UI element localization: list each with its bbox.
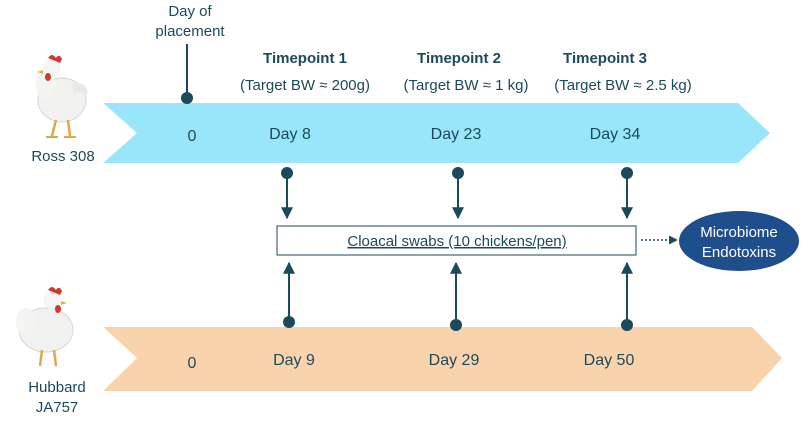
timepoint-2-title: Timepoint 2 bbox=[417, 50, 501, 67]
hubbard-label-line1: Hubbard bbox=[28, 379, 86, 396]
hubbard-tp2-dot bbox=[450, 319, 462, 331]
hubbard-swab-connectors bbox=[283, 261, 633, 331]
ross-timeline-arrow bbox=[103, 103, 770, 163]
timepoint-3-title: Timepoint 3 bbox=[563, 50, 647, 67]
timepoint-1-target: (Target BW ≈ 200g) bbox=[240, 77, 370, 94]
swab-label: Cloacal swabs (10 chickens/pen) bbox=[347, 233, 566, 250]
hubbard-day-timepoint-3: Day 50 bbox=[584, 352, 635, 369]
swab-box bbox=[276, 225, 637, 256]
ross-chicken-icon bbox=[36, 55, 88, 138]
placement-label-line2: placement bbox=[155, 23, 225, 40]
outcome-line1: Microbiome bbox=[700, 224, 778, 241]
timepoint-2-target: (Target BW ≈ 1 kg) bbox=[404, 77, 529, 94]
timepoint-1-title: Timepoint 1 bbox=[263, 50, 347, 67]
ross-swab-connectors bbox=[281, 167, 633, 220]
ross-day-timepoint-1: Day 8 bbox=[269, 126, 311, 143]
ross-tp1-dot bbox=[281, 167, 293, 179]
placement-label-line1: Day of bbox=[168, 3, 212, 20]
hubbard-day-timepoint-1: Day 9 bbox=[273, 352, 315, 369]
placement-marker-dot bbox=[181, 92, 193, 104]
hubbard-day-0: 0 bbox=[188, 355, 197, 372]
ross-label: Ross 308 bbox=[31, 148, 94, 165]
outcome-line2: Endotoxins bbox=[702, 244, 776, 261]
ross-day-timepoint-2: Day 23 bbox=[431, 126, 482, 143]
ross-day-0: 0 bbox=[188, 128, 197, 145]
hubbard-tp3-dot bbox=[621, 319, 633, 331]
hubbard-day-timepoint-2: Day 29 bbox=[429, 352, 480, 369]
hubbard-timeline-arrow bbox=[103, 327, 782, 391]
ross-tp2-dot bbox=[452, 167, 464, 179]
hubbard-tp1-dot bbox=[283, 316, 295, 328]
ross-tp3-dot bbox=[621, 167, 633, 179]
timepoint-3-target: (Target BW ≈ 2.5 kg) bbox=[554, 77, 691, 94]
hubbard-chicken-icon bbox=[16, 287, 74, 367]
hubbard-label-line2: JA757 bbox=[36, 399, 79, 416]
ross-day-timepoint-3: Day 34 bbox=[590, 126, 641, 143]
outcome-ellipse bbox=[679, 211, 799, 271]
